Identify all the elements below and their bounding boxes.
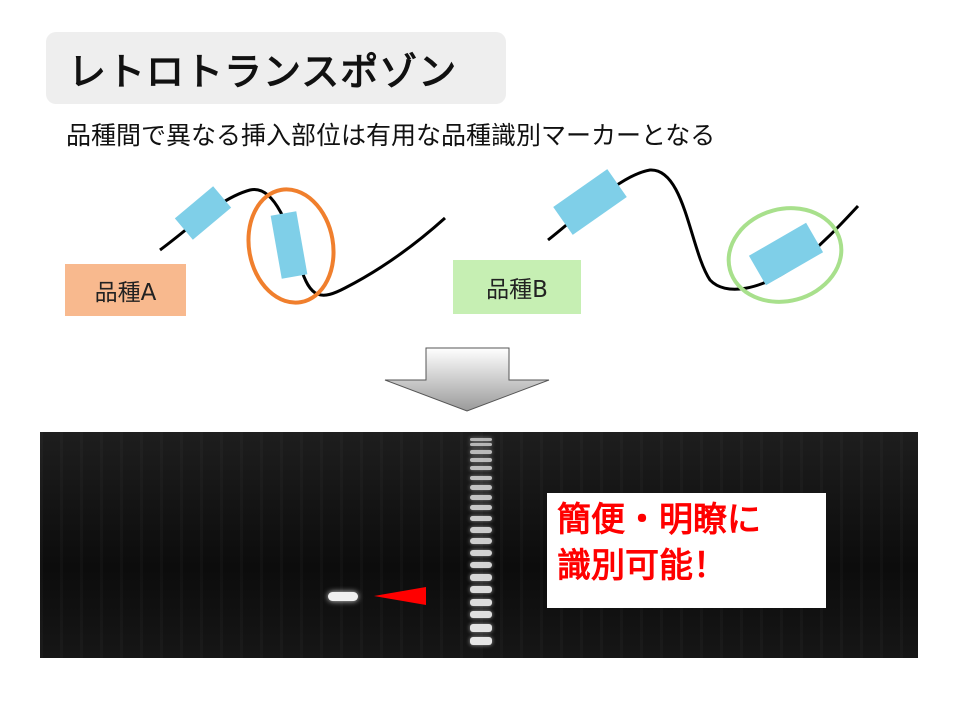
ladder-band <box>470 637 492 645</box>
ladder-band <box>470 538 492 545</box>
variety-label-a: 品種A <box>65 264 186 316</box>
variety-label-b: 品種B <box>453 260 581 314</box>
red-pointer-icon <box>374 587 426 605</box>
ladder-band <box>470 598 492 606</box>
ladder-band <box>470 449 492 454</box>
ladder-band <box>470 443 492 447</box>
transposon-element-b1 <box>553 169 627 235</box>
transposon-element-a1 <box>174 186 232 240</box>
ladder-band <box>470 611 492 619</box>
ladder-band <box>470 550 492 557</box>
title-box: レトロトランスポゾン <box>46 32 506 104</box>
ladder-band <box>470 457 492 462</box>
ladder-band <box>470 485 492 491</box>
callout-line-1: 簡便・明瞭に <box>557 500 761 540</box>
ladder-band <box>470 495 492 501</box>
ladder-band <box>470 573 492 581</box>
ladder-band <box>470 505 492 511</box>
variety-label-a-text: 品種A <box>94 280 157 306</box>
callout-box: 簡便・明瞭に 識別可能！ <box>547 493 826 608</box>
ladder-band <box>470 561 492 568</box>
ladder-band <box>470 475 492 480</box>
ladder-band <box>470 438 492 441</box>
ladder-band <box>470 516 492 522</box>
transposon-element-b2 <box>748 222 824 286</box>
ladder-band <box>470 586 492 594</box>
callout-line-2: 識別可能！ <box>557 546 727 586</box>
variety-label-b-text: 品種B <box>486 277 548 303</box>
ladder-band <box>470 623 492 632</box>
down-arrow-icon <box>384 347 550 412</box>
subtitle: 品種間で異なる挿入部位は有用な品種識別マーカーとなる <box>66 121 716 150</box>
ladder-band <box>470 466 492 471</box>
transposon-element-a2 <box>270 211 308 279</box>
ladder-band <box>470 527 492 534</box>
page-title: レトロトランスポゾン <box>68 49 458 94</box>
insertion-highlight-a <box>246 187 336 305</box>
insertion-highlight-b <box>726 206 844 304</box>
sample-band <box>328 592 358 601</box>
band-pointer <box>374 587 426 605</box>
